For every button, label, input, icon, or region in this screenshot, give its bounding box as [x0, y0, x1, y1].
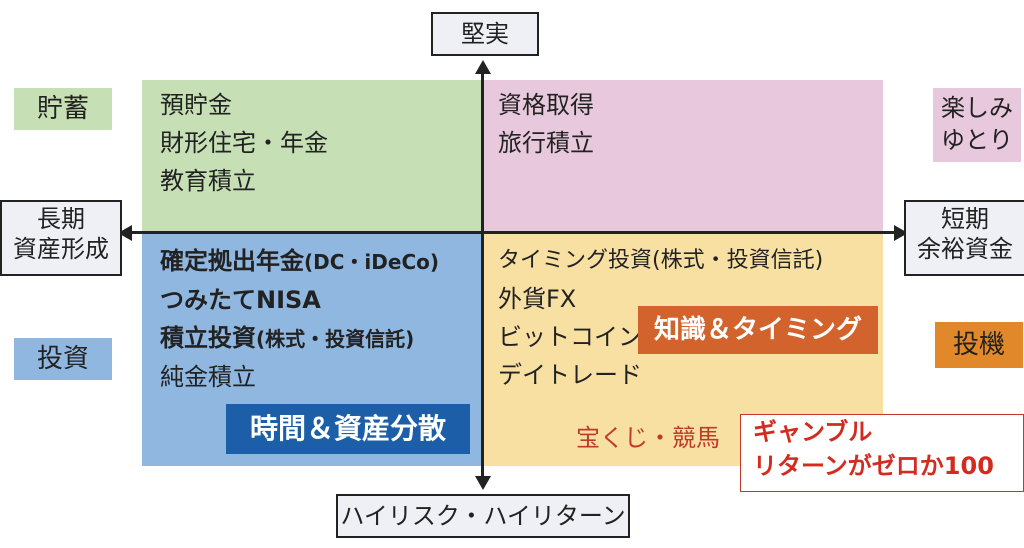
tag-fun-line2: ゆとり: [941, 126, 1013, 154]
list-item: 確定拠出年金(DC・iDeCo): [160, 242, 439, 281]
list-item-main: 積立投資: [160, 324, 256, 352]
list-item: 預貯金: [160, 91, 232, 119]
list-item: 純金積立: [160, 363, 256, 391]
tag-fun: 楽しみ ゆとり: [933, 88, 1021, 162]
lottery-label: 宝くじ・競馬: [576, 424, 720, 452]
list-item-sub: (DC・iDeCo): [304, 250, 439, 274]
list-item: デイトレード: [498, 361, 642, 389]
quadrant-top-right: [483, 80, 883, 232]
axis-label-left: 長期 資産形成: [0, 200, 122, 276]
highlight-time-diversification: 時間＆資産分散: [226, 404, 470, 454]
tag-speculation: 投機: [935, 322, 1023, 368]
axis-label-right: 短期 余裕資金: [904, 200, 1024, 276]
quadrant-top-right-list: 資格取得 旅行積立: [498, 86, 594, 162]
list-item: 旅行積立: [498, 129, 594, 157]
quadrant-bottom-left-list: 確定拠出年金(DC・iDeCo) つみたてNISA 積立投資(株式・投資信託) …: [160, 242, 439, 396]
gamble-callout-line2: リターンがゼロか100: [753, 452, 994, 480]
gamble-callout-line1: ギャンブル: [753, 418, 873, 446]
axis-label-right-line2: 余裕資金: [917, 235, 1013, 263]
list-item: ビットコイン: [498, 323, 642, 351]
quadrant-bottom-right-list: タイミング投資(株式・投資信託) 外貨FX ビットコイン デイトレード: [498, 242, 823, 394]
horizontal-axis: [128, 231, 898, 234]
list-item-main: 確定拠出年金: [160, 247, 304, 275]
arrow-up-icon: [475, 60, 491, 74]
vertical-axis: [481, 70, 484, 482]
axis-label-right-line1: 短期: [941, 205, 989, 233]
list-item: 資格取得: [498, 91, 594, 119]
axis-label-top: 堅実: [431, 12, 539, 56]
tag-fun-line1: 楽しみ: [941, 94, 1013, 122]
highlight-knowledge-timing: 知識＆タイミング: [638, 306, 878, 354]
arrow-down-icon: [475, 476, 491, 490]
quadrant-top-left-list: 預貯金 財形住宅・年金 教育積立: [160, 86, 328, 200]
list-item: 外貨FX: [498, 285, 577, 313]
tag-invest: 投資: [14, 338, 112, 380]
axis-label-left-line1: 長期: [37, 205, 85, 233]
list-item: つみたてNISA: [160, 286, 321, 314]
list-item: 教育積立: [160, 167, 256, 195]
list-item-sub: (株式・投資信託): [256, 327, 415, 351]
gamble-callout: ギャンブル リターンがゼロか100: [740, 414, 1024, 492]
list-item: 積立投資(株式・投資信託): [160, 319, 439, 358]
axis-label-left-line2: 資産形成: [13, 235, 109, 263]
tag-savings: 貯蓄: [14, 88, 112, 130]
list-item: 財形住宅・年金: [160, 129, 328, 157]
quadrant-top-left: [142, 80, 483, 232]
axis-label-bottom: ハイリスク・ハイリターン: [336, 494, 630, 538]
list-item: タイミング投資(株式・投資信託): [498, 248, 824, 273]
